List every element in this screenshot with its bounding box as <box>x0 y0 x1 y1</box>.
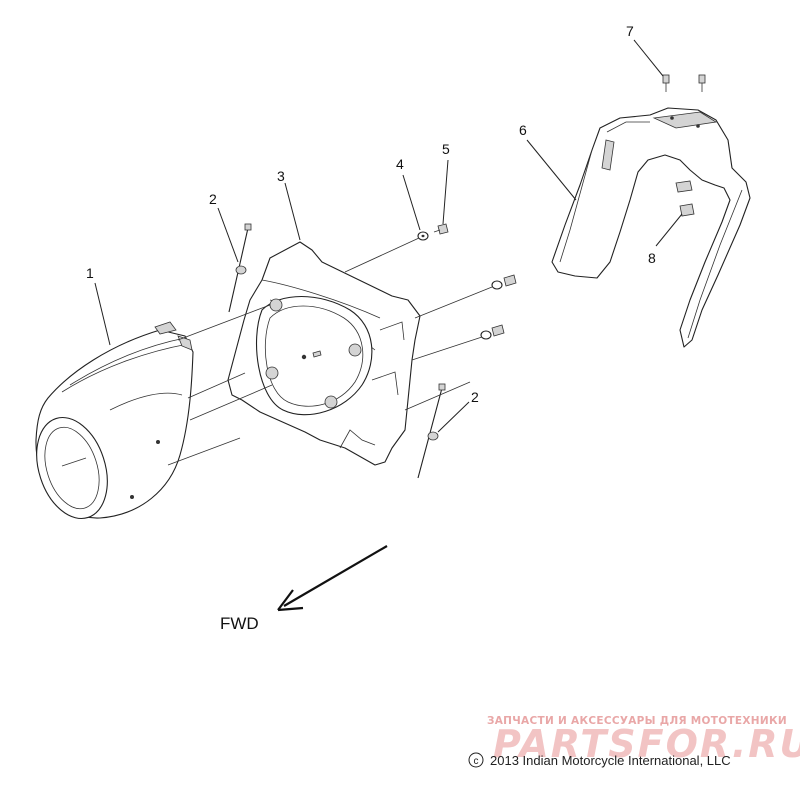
callout-3: 3 <box>277 168 285 184</box>
callout-5: 5 <box>442 141 450 157</box>
callout-6: 6 <box>519 122 527 138</box>
leader-lines <box>94 39 683 433</box>
forward-arrow-shaft <box>283 545 388 607</box>
watermark-tagline: ЗАПЧАСТИ И АКСЕССУАРЫ ДЛЯ МОТОТЕХНИКИ <box>487 715 787 727</box>
callouts: 1 2 2 3 4 5 6 7 8 <box>86 23 656 405</box>
part-1-headlight-nacelle <box>35 321 194 520</box>
forward-arrow-icon <box>277 589 304 612</box>
part-4-washer <box>417 231 429 241</box>
part-3-inner-fairing <box>227 241 421 466</box>
callout-1: 1 <box>86 265 94 281</box>
screw-washer-set <box>480 274 517 340</box>
watermark-brand: PARTSFOR.RU <box>493 722 800 766</box>
callout-2-upper: 2 <box>209 191 217 207</box>
part-2-fastener-upper <box>228 223 252 313</box>
part-5-screw <box>433 223 449 235</box>
callout-4: 4 <box>396 156 404 172</box>
part-2-fastener-lower <box>417 383 446 479</box>
part-7-screw <box>662 74 706 92</box>
assembly-lines <box>167 237 493 466</box>
copyright-symbol: c <box>474 756 479 767</box>
copyright-symbol-icon <box>468 752 484 768</box>
forward-label: FWD <box>220 614 259 633</box>
part-8-clip <box>679 203 695 217</box>
forward-direction-indicator: FWD <box>220 545 388 633</box>
hardware <box>228 74 706 479</box>
part-6-rear-cover <box>551 107 751 348</box>
copyright-text: 2013 Indian Motorcycle International, LL… <box>490 753 731 768</box>
copyright-notice: c 2013 Indian Motorcycle International, … <box>468 752 731 768</box>
callout-7: 7 <box>626 23 634 39</box>
callout-2-lower: 2 <box>471 389 479 405</box>
callout-8: 8 <box>648 250 656 266</box>
